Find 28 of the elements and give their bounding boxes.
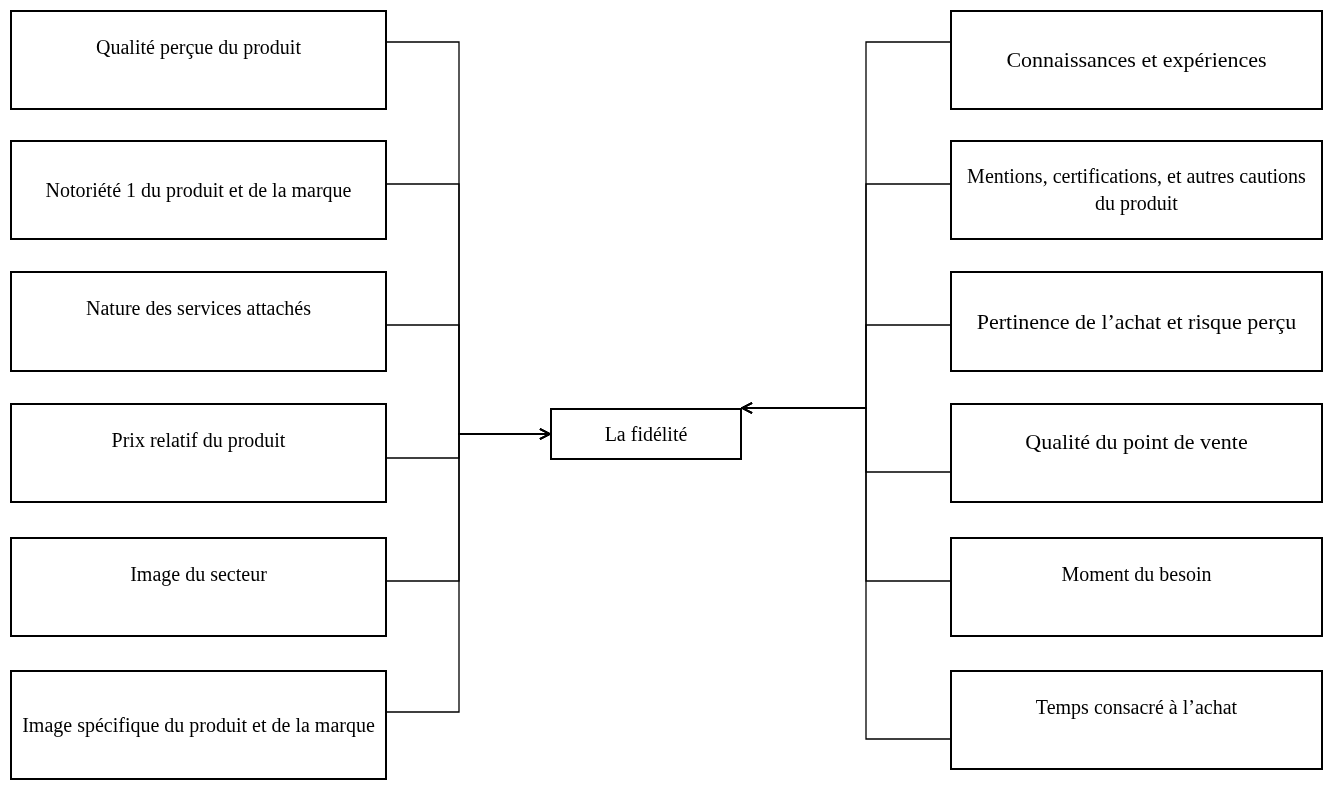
box-label: Nature des services attachés	[86, 296, 311, 321]
box-label: La fidélité	[604, 421, 688, 447]
factor-box	[10, 140, 387, 240]
factor-box	[10, 670, 387, 780]
box-label: Mentions, certifications, et autres cautions du produit	[966, 164, 1307, 217]
factor-box	[10, 403, 387, 503]
box-label: Temps consacré à l’achat	[1035, 695, 1238, 721]
factor-box	[10, 271, 387, 372]
factor-box	[550, 408, 742, 460]
box-label: Moment du besoin	[1061, 562, 1212, 587]
factor-box	[950, 537, 1323, 637]
factor-box	[10, 10, 387, 110]
connector-arrow	[741, 402, 951, 740]
factor-box	[950, 271, 1323, 372]
factor-box	[10, 537, 387, 637]
connector-arrow	[386, 428, 551, 713]
factor-box	[950, 403, 1323, 503]
box-label: Qualité du point de vente	[1025, 428, 1248, 456]
box-label: Notoriété 1 du produit et de la marque	[45, 177, 352, 204]
box-label: Pertinence de l’achat et risque perçu	[976, 307, 1297, 336]
box-label: Prix relatif du produit	[111, 428, 286, 454]
box-label: Image spécifique du produit et de la marque	[22, 712, 375, 739]
factor-box	[950, 10, 1323, 110]
box-label: Qualité perçue du produit	[96, 35, 301, 61]
factor-box	[950, 140, 1323, 240]
factor-box	[950, 670, 1323, 770]
box-label: Connaissances et expériences	[1006, 46, 1267, 75]
box-label: Image du secteur	[130, 562, 267, 588]
